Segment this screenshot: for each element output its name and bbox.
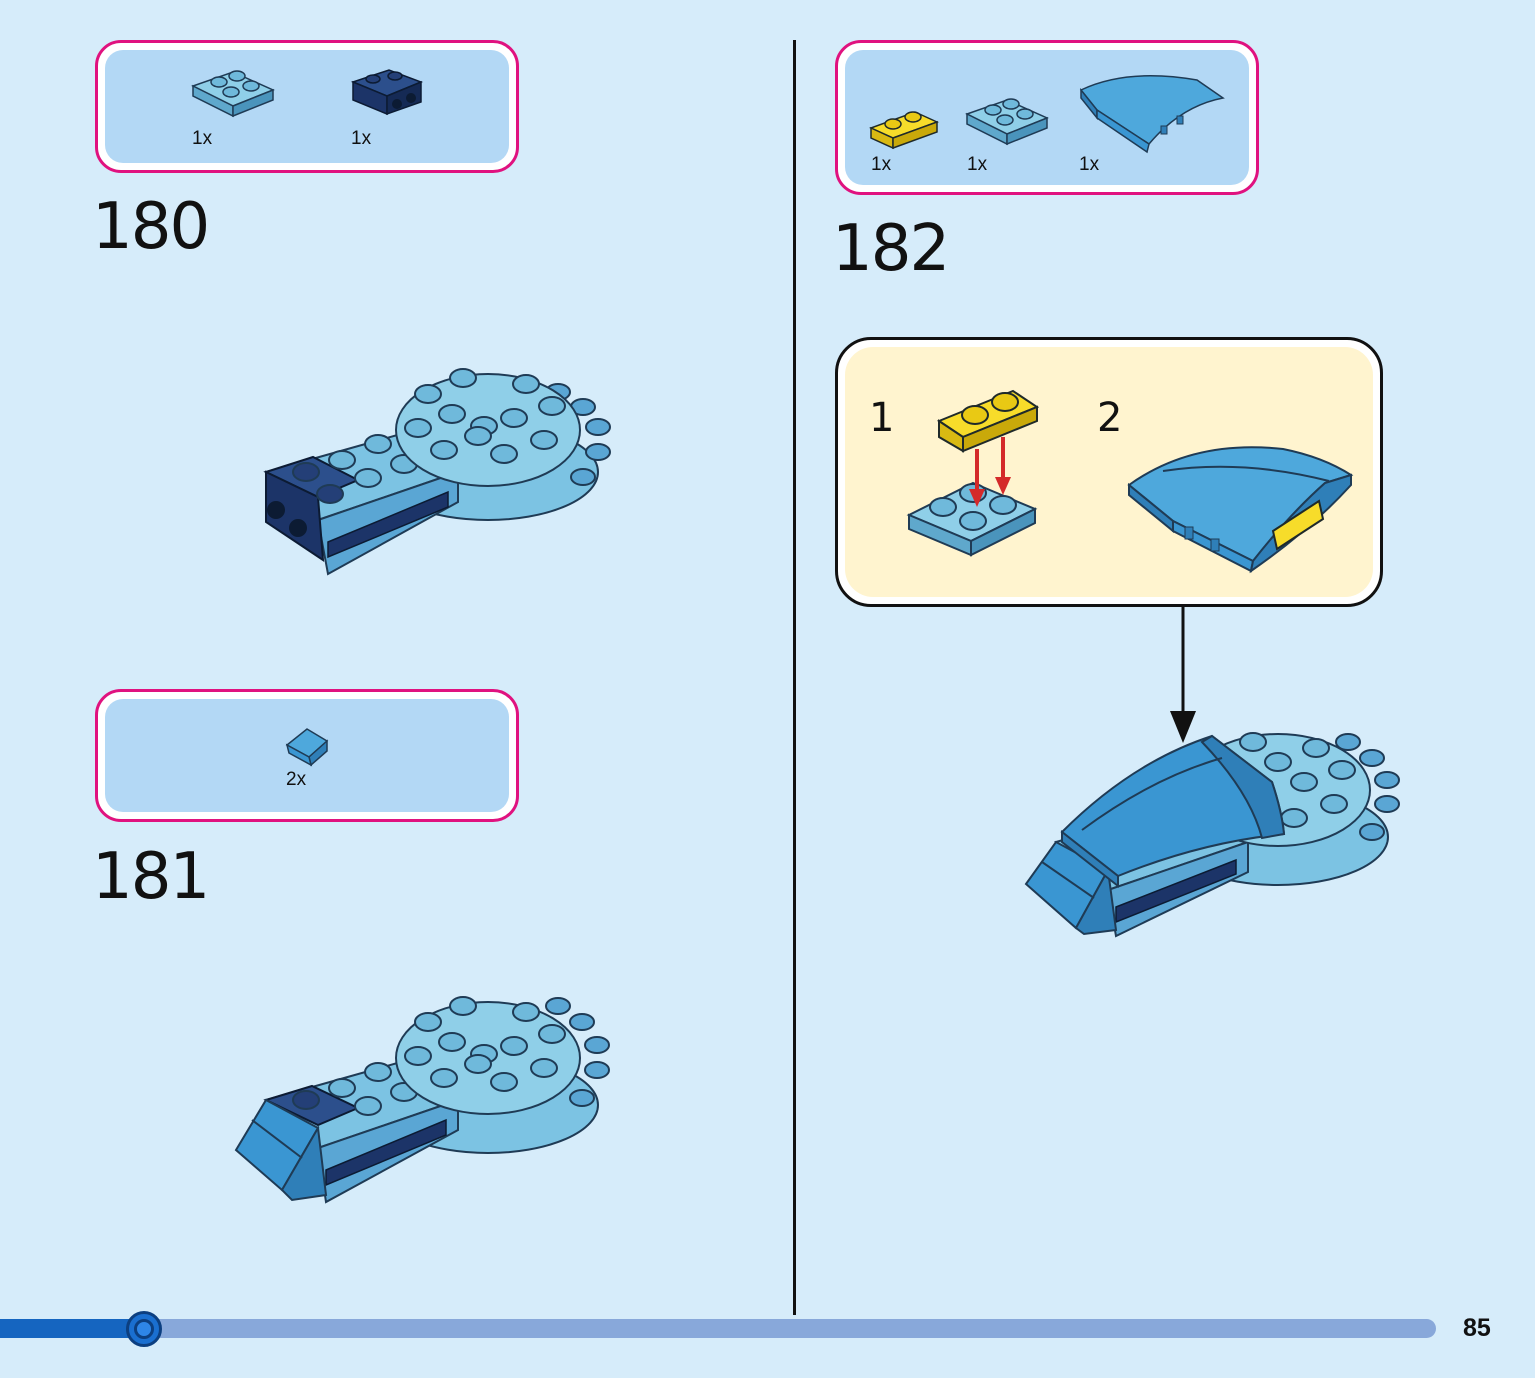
parts-callout-step-182: 1x 1x 1x [835, 40, 1259, 195]
parts-callout-inner: 1x 1x [105, 50, 509, 163]
yellow-plate-on-blue-plate-assembly [906, 389, 1040, 557]
progress-track [0, 1319, 1436, 1338]
part-quantity: 1x [1079, 154, 1100, 175]
parts-callout-inner: 1x 1x 1x [845, 50, 1249, 185]
progress-fill [0, 1319, 144, 1338]
progress-knob [125, 1311, 162, 1347]
part-quantity: 1x [351, 128, 372, 149]
step-number-180: 180 [92, 190, 210, 264]
subassembly-callout: 1 2 [835, 337, 1383, 607]
part-quantity: 1x [192, 128, 213, 149]
step-number-182: 182 [832, 212, 950, 286]
part-quantity: 2x [286, 769, 307, 790]
yellow-1x2-plate-icon [869, 111, 939, 150]
page-divider [793, 40, 796, 1315]
part-quantity: 1x [967, 154, 988, 175]
curved-wedge-with-yellow-assembly [1127, 446, 1354, 574]
blue-slope-icon [285, 728, 329, 767]
model-step-182 [1024, 732, 1400, 938]
light-blue-2x2-plate-icon [191, 70, 275, 118]
dark-blue-bracket-icon [350, 69, 424, 116]
parts-callout-step-181: 2x [95, 689, 519, 822]
part-quantity: 1x [871, 154, 892, 175]
parts-callout-inner: 2x [105, 699, 509, 812]
placement-arrow [1170, 607, 1196, 743]
parts-callout-step-180: 1x 1x [95, 40, 519, 173]
subassembly-inner: 1 2 [845, 347, 1373, 597]
light-blue-2x2-plate-icon [965, 98, 1049, 146]
model-step-181 [234, 996, 610, 1204]
substep-number-2: 2 [1097, 395, 1123, 441]
blue-curved-wedge-icon [1079, 75, 1225, 154]
model-step-180 [263, 368, 611, 576]
step-number-181: 181 [92, 840, 210, 914]
page-number: 85 [1463, 1314, 1491, 1342]
substep-number-1: 1 [869, 395, 895, 441]
